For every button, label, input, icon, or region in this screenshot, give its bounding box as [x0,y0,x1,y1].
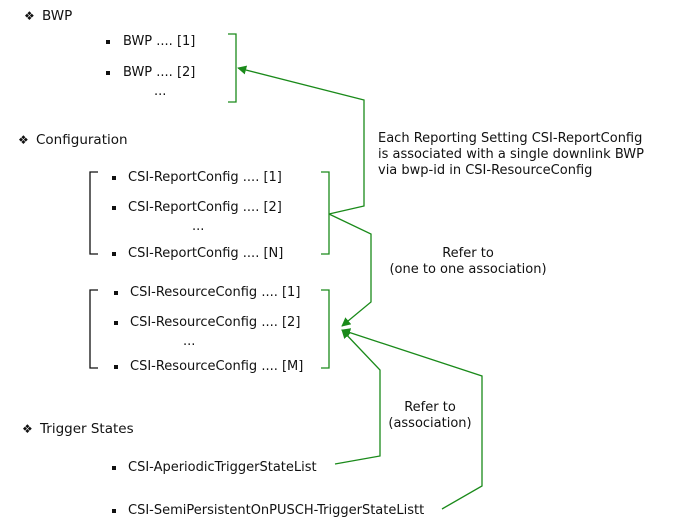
bwp-association-note: Each Reporting Setting CSI-ReportConfig … [378,131,644,179]
bullet-square-icon [112,252,116,256]
bullet-square-icon [114,321,118,325]
bwp-bracket [228,33,237,103]
refer-association-note: Refer to (association) [382,400,478,432]
report-to-bwp-arrow [237,65,365,215]
aperiodic-to-resource-arrow [334,329,381,465]
bwp-item-2: BWP .... [2] [123,65,196,80]
refer-one-to-one-note: Refer to (one to one association) [383,246,553,278]
report-to-resource-arrow [328,213,372,327]
configuration-diamond-icon: ❖ [18,133,29,147]
aperiodic-trigger-state-list: CSI-AperiodicTriggerStateList [128,460,317,475]
semipersistent-to-resource-arrow [341,328,483,510]
bwp-association-line-3: via bwp-id in CSI-ResourceConfig [378,163,593,178]
bullet-square-icon [106,71,110,75]
refer-association-line-1: Refer to [404,400,456,415]
resource-config-ellipsis: ... [183,334,196,349]
bwp-diamond-icon: ❖ [24,9,35,23]
resource-left-bracket [89,289,98,369]
configuration-heading: Configuration [36,132,128,148]
report-config-item-n: CSI-ReportConfig .... [N] [128,246,284,261]
refer-association-line-2: (association) [388,416,472,431]
trigger-states-heading: Trigger States [40,421,134,437]
resource-config-item-1: CSI-ResourceConfig .... [1] [130,285,301,300]
bullet-square-icon [112,466,116,470]
resource-config-item-2: CSI-ResourceConfig .... [2] [130,315,301,330]
report-right-bracket [321,171,330,255]
bullet-square-icon [114,365,118,369]
bullet-square-icon [106,40,110,44]
refer-one-to-one-line-1: Refer to [442,246,494,261]
report-config-ellipsis: ... [192,219,205,234]
semipersistent-trigger-state-list: CSI-SemiPersistentOnPUSCH-TriggerStateLi… [128,503,425,518]
bwp-item-1: BWP .... [1] [123,34,196,49]
report-config-item-2: CSI-ReportConfig .... [2] [128,200,282,215]
bwp-association-line-2: is associated with a single downlink BWP [378,147,644,162]
report-config-item-1: CSI-ReportConfig .... [1] [128,170,282,185]
bwp-association-line-1: Each Reporting Setting CSI-ReportConfig [378,131,643,146]
bwp-heading: BWP [42,8,73,24]
bullet-square-icon [112,206,116,210]
bwp-ellipsis: ... [154,84,167,99]
trigger-states-diamond-icon: ❖ [22,422,33,436]
refer-one-to-one-line-2: (one to one association) [389,262,547,277]
bullet-square-icon [112,509,116,513]
report-left-bracket [89,171,98,255]
resource-right-bracket [321,289,330,369]
resource-config-item-m: CSI-ResourceConfig .... [M] [130,359,304,374]
bullet-square-icon [112,176,116,180]
bullet-square-icon [114,291,118,295]
